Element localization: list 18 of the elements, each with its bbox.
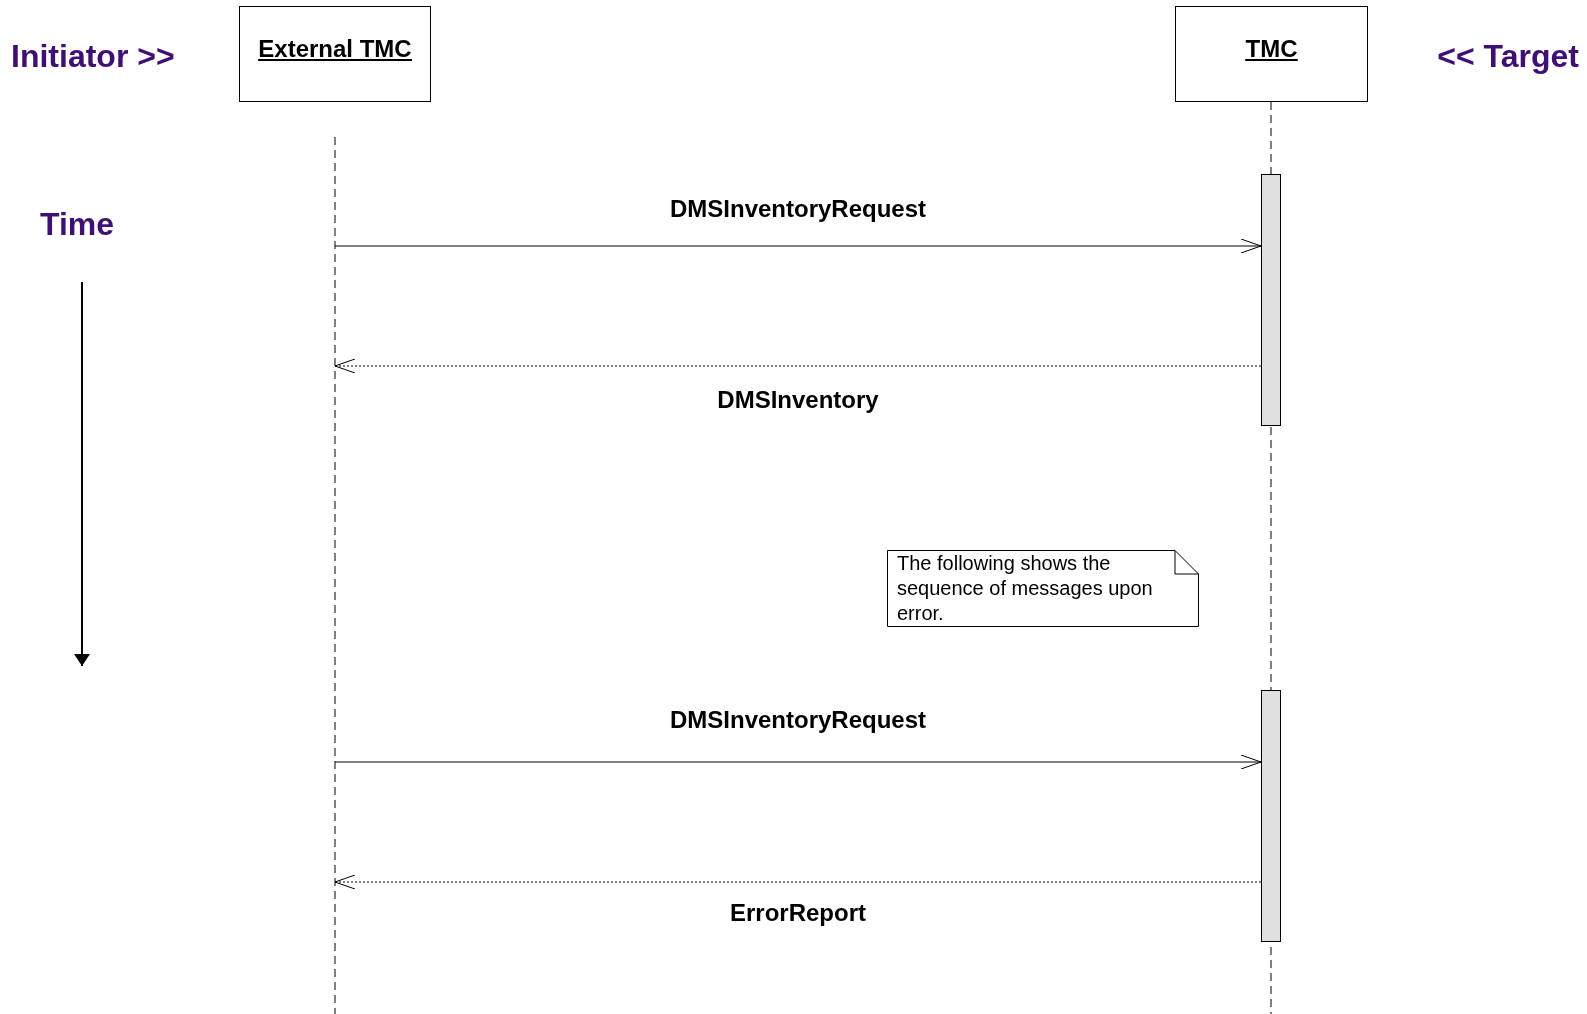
message-arrow: [334, 874, 1262, 890]
activation-bar: [1261, 690, 1281, 942]
participant-name: TMC: [1245, 35, 1298, 64]
participant-box: [1175, 6, 1368, 102]
axis-label: Time: [40, 206, 115, 243]
message-label: DMSInventoryRequest: [670, 195, 926, 223]
message-label: DMSInventory: [717, 386, 879, 414]
message-arrow: [334, 754, 1262, 770]
role-label: Initiator >>: [11, 38, 175, 75]
message-label: ErrorReport: [730, 899, 866, 927]
note-text: The following shows the sequence of messages upon error.: [896, 551, 1154, 626]
participant-name: External TMC: [258, 35, 412, 64]
role-label: << Target: [1437, 38, 1579, 75]
message-arrow: [334, 358, 1262, 374]
message-arrow: [334, 238, 1262, 254]
note: [887, 550, 1199, 627]
activation-bar: [1261, 174, 1281, 426]
message-label: DMSInventoryRequest: [670, 706, 926, 734]
